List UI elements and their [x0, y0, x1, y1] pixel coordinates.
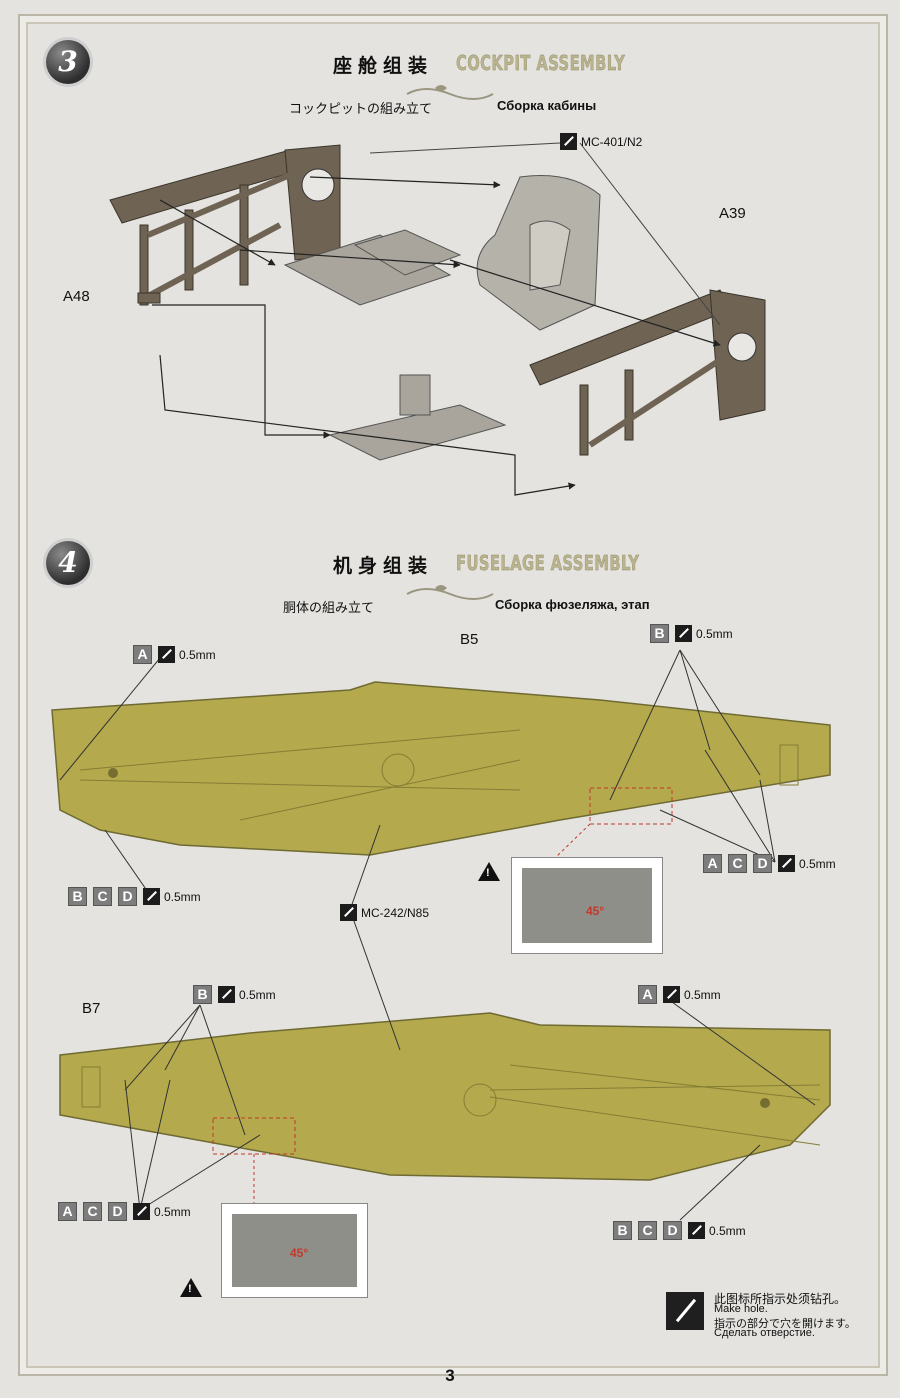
- drill-size: 0.5mm: [696, 626, 733, 641]
- drill-icon: [778, 855, 795, 872]
- part-label-b7: B7: [82, 1000, 101, 1017]
- part-tag: C: [638, 1221, 657, 1240]
- part-tag: B: [613, 1221, 632, 1240]
- part-tag: C: [93, 887, 112, 906]
- part-tag: D: [663, 1221, 682, 1240]
- drill-size: 0.5mm: [684, 987, 721, 1002]
- paint-callout-mc401: MC-401/N2: [560, 133, 642, 150]
- drill-icon: [133, 1203, 150, 1220]
- drill-icon: [663, 986, 680, 1003]
- drill-size: 0.5mm: [799, 856, 836, 871]
- paint-code: MC-401/N2: [581, 134, 643, 149]
- part-label-a48: A48: [63, 288, 90, 305]
- drill-callout: A 0.5mm: [638, 985, 721, 1004]
- part-tag: C: [728, 854, 747, 873]
- drill-callout: B 0.5mm: [650, 624, 733, 643]
- drill-callout: A 0.5mm: [133, 645, 216, 664]
- drill-size: 0.5mm: [154, 1204, 191, 1219]
- drill-callout: B C D 0.5mm: [613, 1221, 746, 1240]
- drill-icon: [218, 986, 235, 1003]
- angle-label: 45°: [290, 1246, 309, 1260]
- brush-icon: [560, 133, 577, 150]
- part-tag: B: [193, 985, 212, 1004]
- drill-icon: [666, 1292, 704, 1330]
- drill-size: 0.5mm: [179, 647, 216, 662]
- fuselage-half-b7: [59, 1012, 831, 1181]
- drill-size: 0.5mm: [709, 1223, 746, 1238]
- paint-code: MC-242/N85: [361, 905, 430, 920]
- legend-ru: Сделать отверстие.: [714, 1327, 815, 1339]
- drill-size: 0.5mm: [239, 987, 276, 1002]
- part-tag: A: [703, 854, 722, 873]
- legend-en: Make hole.: [714, 1303, 768, 1315]
- step-subtitle-ru: Сборка кабины: [497, 98, 597, 113]
- legend-jp: 指示の部分で穴を開けます。: [714, 1318, 856, 1330]
- part-tag: C: [83, 1202, 102, 1221]
- part-tag: D: [753, 854, 772, 873]
- part-tag: B: [68, 887, 87, 906]
- drill-callout: A C D 0.5mm: [58, 1202, 191, 1221]
- step-subtitle-ru: Сборка фюзеляжа, этап: [495, 597, 650, 612]
- part-label-b5: B5: [460, 631, 479, 648]
- part-tag: B: [650, 624, 669, 643]
- step-title-cn: 机身组装: [333, 555, 434, 577]
- ornament-divider: [406, 585, 494, 600]
- step-title-en: FUSELAGE ASSEMBLY: [456, 551, 640, 575]
- step-title-en: COCKPIT ASSEMBLY: [456, 51, 626, 75]
- fuselage-half-b5: [51, 681, 831, 856]
- ornament-divider: [406, 85, 494, 100]
- drill-icon: [688, 1222, 705, 1239]
- step-subtitle-jp: コックピットの組み立て: [289, 101, 433, 116]
- paint-callout-mc242: MC-242/N85: [340, 904, 429, 921]
- frame-a48: [109, 144, 341, 306]
- brush-icon: [340, 904, 357, 921]
- warning-icon: [478, 862, 500, 881]
- leader-lines: [59, 649, 816, 1221]
- drill-icon: [158, 646, 175, 663]
- part-tag: D: [108, 1202, 127, 1221]
- detail-inset: 45°: [511, 857, 663, 954]
- step-number-badge: 3: [46, 40, 90, 84]
- drill-size: 0.5mm: [164, 889, 201, 904]
- cockpit-diagram: [109, 142, 766, 496]
- drill-callout: B 0.5mm: [193, 985, 276, 1004]
- warning-icon: [180, 1278, 202, 1297]
- step-number-badge: 4: [46, 541, 90, 585]
- part-tag: A: [638, 985, 657, 1004]
- drill-callout: B C D 0.5mm: [68, 887, 201, 906]
- seat: [476, 174, 601, 331]
- drill-icon: [143, 888, 160, 905]
- cockpit-floor: [283, 229, 507, 461]
- drill-callout: A C D 0.5mm: [703, 854, 836, 873]
- page-number: 3: [445, 1366, 455, 1385]
- legend-cn: 此图标所指示处须钻孔。: [714, 1292, 847, 1306]
- step-title-cn: 座舱组装: [333, 55, 434, 77]
- drill-icon: [675, 625, 692, 642]
- part-label-a39: A39: [719, 205, 746, 222]
- part-tag: D: [118, 887, 137, 906]
- detail-inset: 45°: [221, 1203, 368, 1298]
- part-tag: A: [58, 1202, 77, 1221]
- step-subtitle-jp: 胴体の組み立て: [283, 600, 375, 615]
- part-tag: A: [133, 645, 152, 664]
- page-frame: [18, 14, 888, 1376]
- angle-label: 45°: [586, 904, 605, 918]
